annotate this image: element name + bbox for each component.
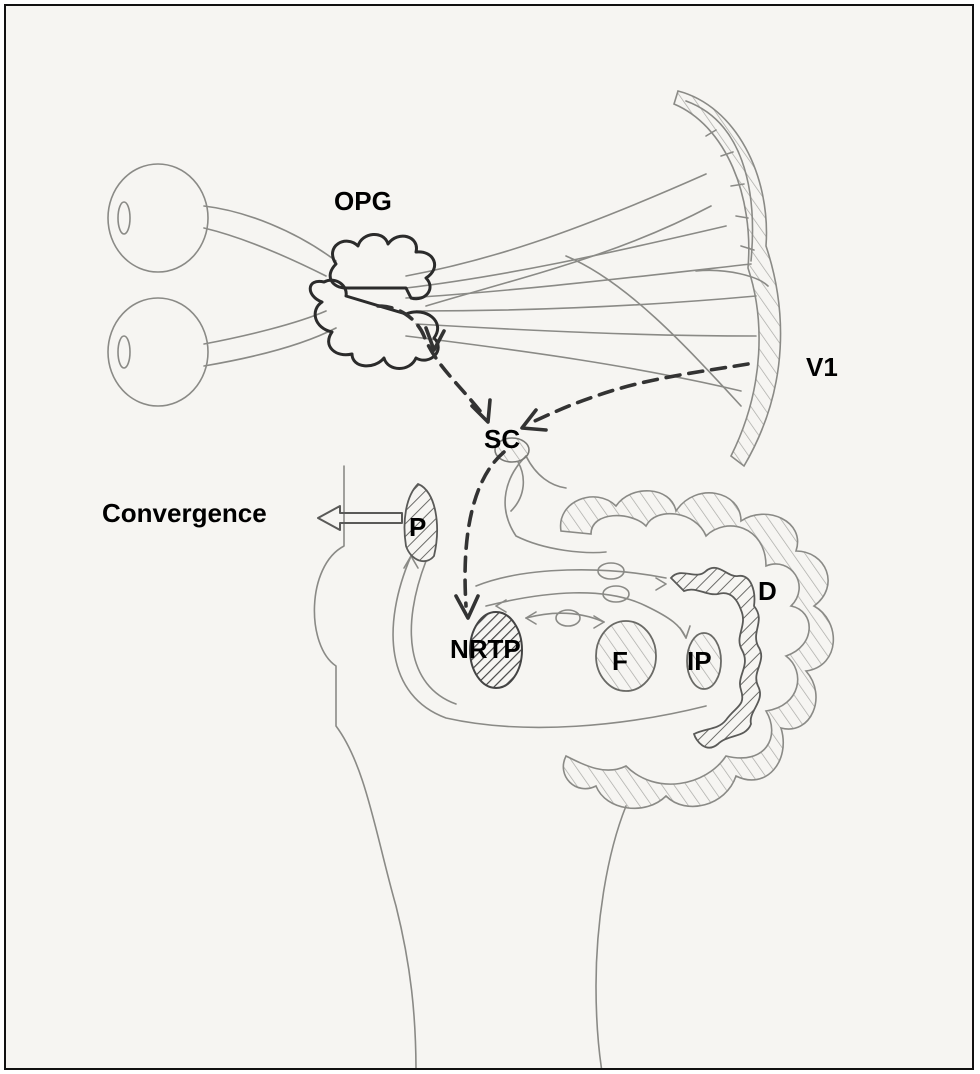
- connection-loops: [393, 556, 706, 727]
- optic-nerves: [204, 206, 336, 366]
- label-d: D: [758, 578, 777, 604]
- label-f: F: [612, 648, 628, 674]
- eye-lower: [108, 298, 208, 406]
- label-convergence: Convergence: [102, 500, 267, 526]
- label-ip: IP: [687, 648, 712, 674]
- convergence-arrow: [318, 506, 402, 530]
- visual-cortex: [674, 91, 781, 466]
- label-nrtp: NRTP: [450, 636, 521, 662]
- dashed-pathways: [378, 306, 748, 618]
- relay-nodes: [556, 563, 629, 626]
- brain-pathway-drawing: [6, 6, 974, 1070]
- eye-upper: [108, 164, 208, 272]
- label-v1: V1: [806, 354, 838, 380]
- figure-frame: OPG V1 SC Convergence P D NRTP F IP: [4, 4, 974, 1070]
- opg-structure: [310, 234, 438, 368]
- label-p: P: [409, 514, 426, 540]
- label-opg: OPG: [334, 188, 392, 214]
- label-sc: SC: [484, 426, 520, 452]
